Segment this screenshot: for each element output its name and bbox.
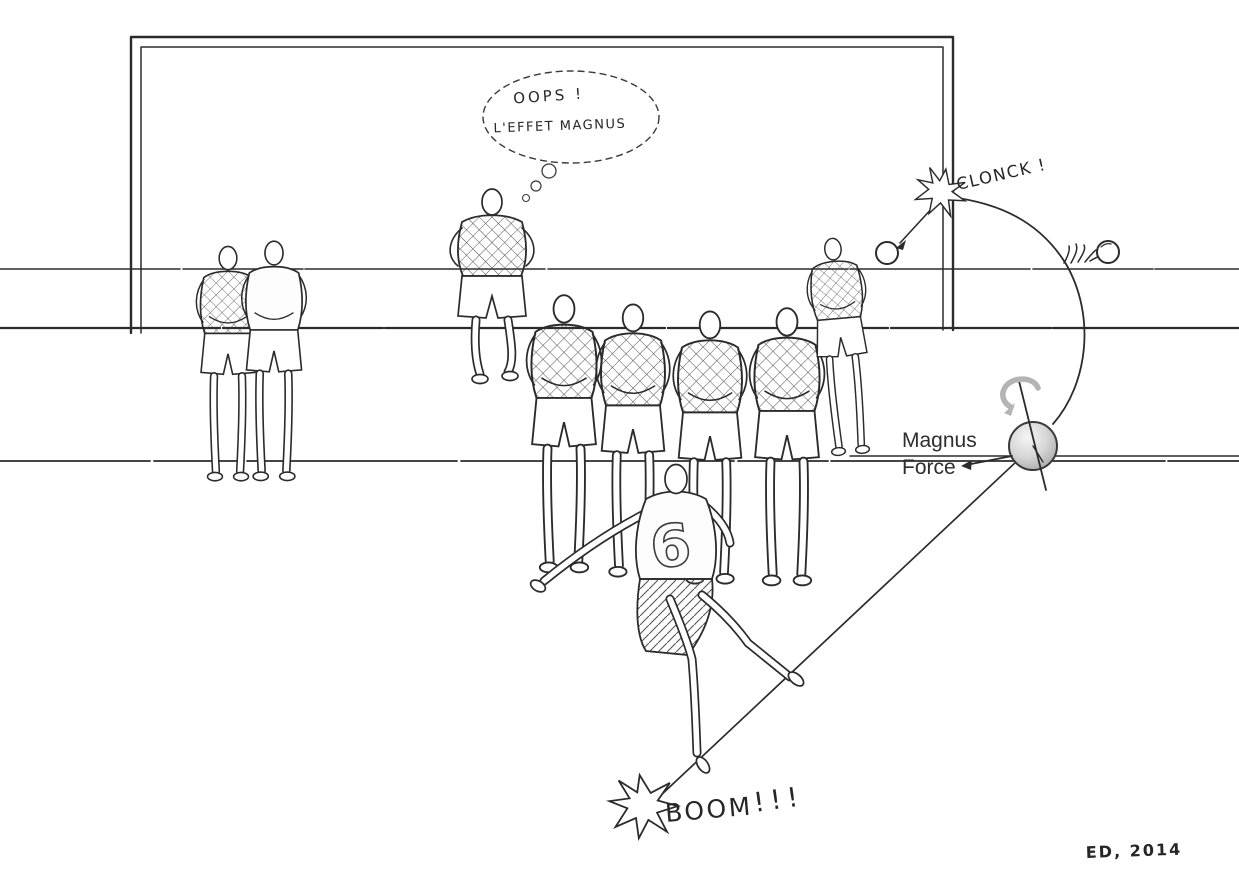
thought-bubble-line2: L'EFFET MAGNUS: [493, 117, 626, 137]
spin-arrow-icon: [1000, 376, 1041, 410]
magnus-force-label: Magnus Force: [902, 429, 977, 479]
magnus-label-line1: Magnus: [902, 429, 977, 452]
left-players: [196, 241, 306, 481]
spin-arrowhead-icon: [1004, 403, 1015, 416]
ball-behind-goal: [1096, 240, 1120, 264]
left-player-white: [242, 241, 307, 480]
kicker-figure: 6: [529, 463, 805, 774]
thought-bubble-line1: OOPS !: [513, 85, 585, 108]
boom-exclamations: !!!: [752, 781, 806, 819]
rebound: [875, 205, 935, 265]
magnus-force-arrow-icon: [965, 455, 1013, 466]
kick-line: [658, 445, 1034, 798]
boom-label: BOOM: [664, 791, 754, 828]
loose-ball-grass: [1063, 240, 1120, 264]
spin-axis: [1018, 380, 1047, 491]
wall-player-1: [527, 295, 602, 572]
trajectory-arc: [949, 196, 1086, 425]
kicker-shirt-number: 6: [646, 510, 694, 582]
rebound-line: [899, 205, 935, 244]
rebound-ball: [875, 241, 899, 265]
thought-bubble: OOPS ! L'EFFET MAGNUS: [482, 70, 660, 203]
rebound-arrowhead-icon: [896, 240, 906, 250]
wall-player-4: [750, 308, 825, 585]
clonck-label: CLONCK !: [955, 155, 1049, 194]
signature: ED, 2014: [1085, 840, 1182, 862]
ball-spin-diagram: Magnus Force: [902, 376, 1058, 491]
magnus-force-arrowhead-icon: [961, 460, 972, 470]
magnus-label-line2: Force: [902, 456, 956, 479]
goalkeeper-figure: [449, 188, 535, 385]
